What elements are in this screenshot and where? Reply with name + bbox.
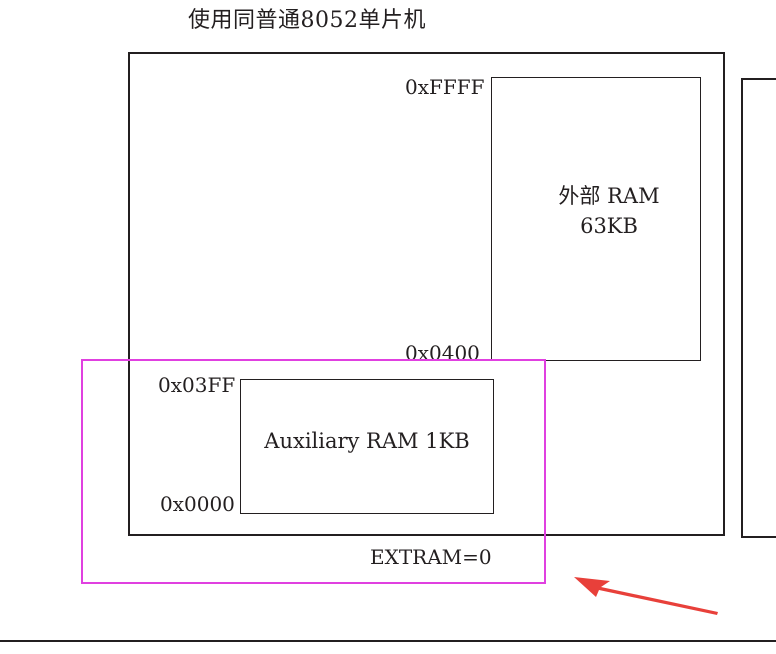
external-ram-label: 外部 RAM 63KB [491, 181, 727, 241]
bottom-divider [0, 640, 776, 642]
auxiliary-ram-block [240, 379, 494, 514]
pointer-arrow-icon [574, 577, 718, 615]
external-ram-block [491, 77, 701, 361]
external-ram-size: 63KB [580, 214, 638, 238]
highlight-box [81, 359, 546, 584]
external-ram-bottom-address: 0x0400 [405, 341, 480, 365]
external-ram-name: 外部 RAM [558, 184, 660, 208]
auxiliary-ram-bottom-address: 0x0000 [160, 492, 235, 516]
auxiliary-ram-top-address: 0x03FF [158, 373, 236, 397]
memory-map-frame [128, 52, 725, 536]
external-ram-top-address: 0xFFFF [405, 75, 485, 99]
extram-mode-label: EXTRAM=0 [370, 545, 492, 569]
diagram-title: 使用同普通8052单片机 [188, 8, 426, 33]
adjacent-memory-map-frame [741, 78, 776, 538]
auxiliary-ram-label: Auxiliary RAM 1KB [264, 429, 470, 453]
